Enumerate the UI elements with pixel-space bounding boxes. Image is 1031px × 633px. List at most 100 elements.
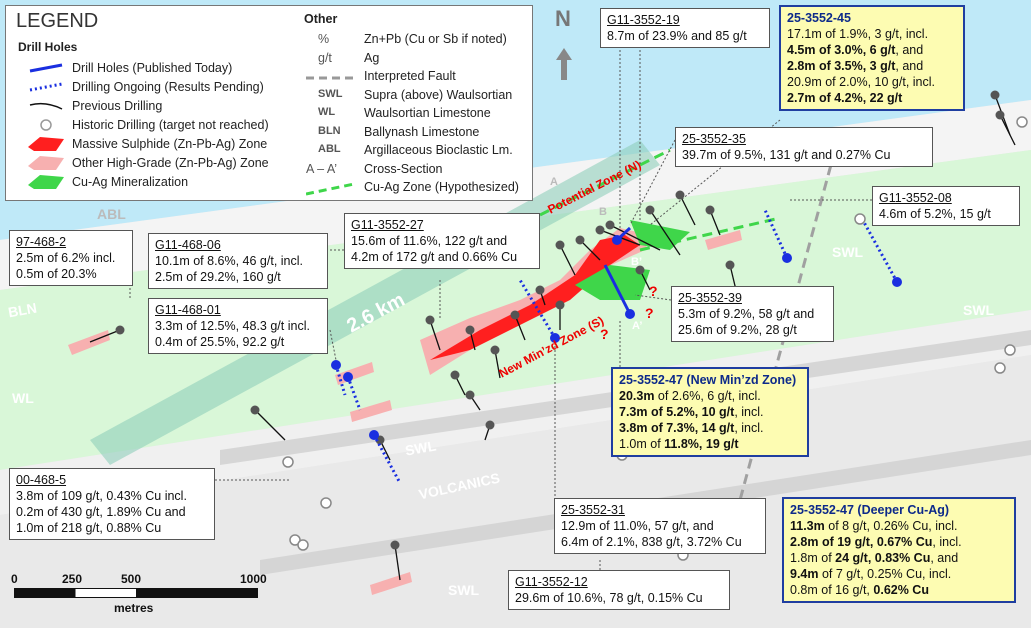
callout-line: 3.3m of 12.5%, 48.3 g/t incl. [155,319,310,333]
previous-hole-trace [609,224,661,251]
callout-leader-lines [129,50,872,570]
ongoing-hole-trace [763,209,789,259]
legend-other-label: Cu-Ag Zone (Hypothesized) [364,180,519,194]
published-hole-collar [369,430,379,440]
legend-other-key: BLN [318,124,341,137]
legend-symbol-dotted-blue-icon [29,82,63,92]
previous-hole-collar [390,540,400,550]
previous-hole-collar [465,325,475,335]
historic-hole-circle [1016,116,1028,128]
published-drill-holes [331,209,902,484]
callout-title: G11-468-06 [155,238,221,252]
callout-line: 3.8m of 7.3%, 14 g/t, incl. [619,421,764,435]
label-section-b2: B’ [631,256,642,268]
callout-line: 20.3m of 2.6%, 6 g/t, incl. [619,389,761,403]
callout-line: 1.0m of 218 g/t, 0.88% Cu [16,521,162,535]
label-north: N [555,6,571,31]
historic-hole-circle [289,534,301,546]
previous-hole-trace [579,239,601,261]
previous-hole-collar [995,110,1005,120]
fault-dash-icon [306,76,354,80]
legend-symbol-circle-icon [40,119,52,131]
published-hole-collar [612,235,622,245]
legend-symbol-green-icon [28,175,64,189]
previous-hole-collar [990,90,1000,100]
cuag-hypothesized-e [639,216,781,252]
legend-other-label: Ag [364,50,380,65]
callout-line: 15.6m of 11.6%, 122 g/t and [351,234,508,248]
ongoing-hole-trace [518,279,557,339]
previous-hole-collar [595,225,605,235]
callout-line: 5.3m of 9.2%, 58 g/t and [678,307,815,321]
legend-drill-label: Previous Drilling [72,99,163,113]
previous-hole-collar [250,405,260,415]
legend-other-label: Cross-Section [364,161,443,176]
callout-title: 00-468-5 [16,473,67,487]
callout-title: G11-3552-19 [607,13,680,27]
legend-drill-label: Drilling Ongoing (Results Pending) [72,80,264,94]
previous-hole-collar [425,315,435,325]
callout-leader [329,329,337,361]
callout-title: G11-468-01 [155,303,221,317]
pink-patch-south [370,572,412,595]
callout-25-3552-47b: 25-3552-47 (Deeper Cu-Ag)11.3m of 8 g/t,… [782,497,1016,603]
previous-hole-collar [605,220,615,230]
previous-hole-collar [705,205,715,215]
legend-other-header: Other [304,12,338,26]
scale-tick-1000: 1000 [240,572,267,586]
previous-hole-collar [490,345,500,355]
callout-line: 12.9m of 11.0%, 57 g/t, and [561,519,714,533]
historic-hole-circle [994,362,1006,374]
scale-tick-500: 500 [121,572,142,586]
previous-hole-trace [559,244,576,276]
callout-25-3552-47a: 25-3552-47 (New Min’zd Zone) 20.3m of 2.6… [611,367,809,457]
callout-title: G11-3552-12 [515,575,588,589]
legend-other-label: Ballynash Limestone [364,124,480,139]
ongoing-hole-trace [346,376,362,411]
callout-title: 25-3552-45 [787,11,851,25]
scale-unit: metres [114,601,154,615]
previous-hole-collar [725,260,735,270]
legend-symbol-red-icon [28,137,64,151]
label-section-a: A [550,176,558,188]
scale-bar [14,588,258,598]
published-hole-trace [603,264,632,315]
massive-zone-main [430,235,640,360]
legend-drill-header: Drill Holes [18,40,78,54]
callout-line: 0.4m of 25.5%, 92.2 g/t [155,335,285,349]
label-section-b: B [599,206,607,218]
legend-symbol-pink-icon [28,156,64,170]
previous-hole-collar [575,235,585,245]
legend-other-label: Interpreted Fault [364,69,456,83]
legend-other-label: Argillaceous Bioclastic Lm. [364,143,513,157]
legend-drill-label: Historic Drilling (target not reached) [72,118,269,132]
legend-other-label: Waulsortian Limestone [364,106,491,120]
callout-line: 2.7m of 4.2%, 22 g/t [787,91,903,105]
previous-hole-trace [679,194,696,226]
callout-line: 10.1m of 8.6%, 46 g/t, incl. [155,254,303,268]
previous-hole-collar [555,240,565,250]
legend-symbol-line-black-icon [29,102,63,110]
callout-line: 2.5m of 29.2%, 160 g/t [155,270,281,284]
callout-line: 0.2m of 430 g/t, 1.89% Cu and [16,505,186,519]
previous-hole-trace [999,114,1016,146]
callout-title: 25-3552-35 [682,132,746,146]
historic-hole-circle [1004,344,1016,356]
label-wl: WL [12,390,34,406]
scale-tick-0: 0 [11,572,18,586]
previous-hole-collar [510,310,520,320]
callout-line: 1.0m of 11.8%, 19 g/t [619,437,739,451]
previous-hole-trace [649,209,681,256]
callout-line: 6.4m of 2.1%, 838 g/t, 3.72% Cu [561,535,742,549]
pink-patch-west [68,330,110,355]
legend-title: LEGEND [16,10,99,32]
callout-title: 25-3552-47 (New Min’zd Zone) [619,373,797,387]
callout-line: 2.5m of 6.2% incl. [16,251,116,265]
callout-line: 7.3m of 5.2%, 10 g/t, incl. [619,405,764,419]
previous-hole-trace [429,319,441,351]
published-hole-collar [550,333,560,343]
legend-symbol-line-blue-icon [29,63,63,73]
